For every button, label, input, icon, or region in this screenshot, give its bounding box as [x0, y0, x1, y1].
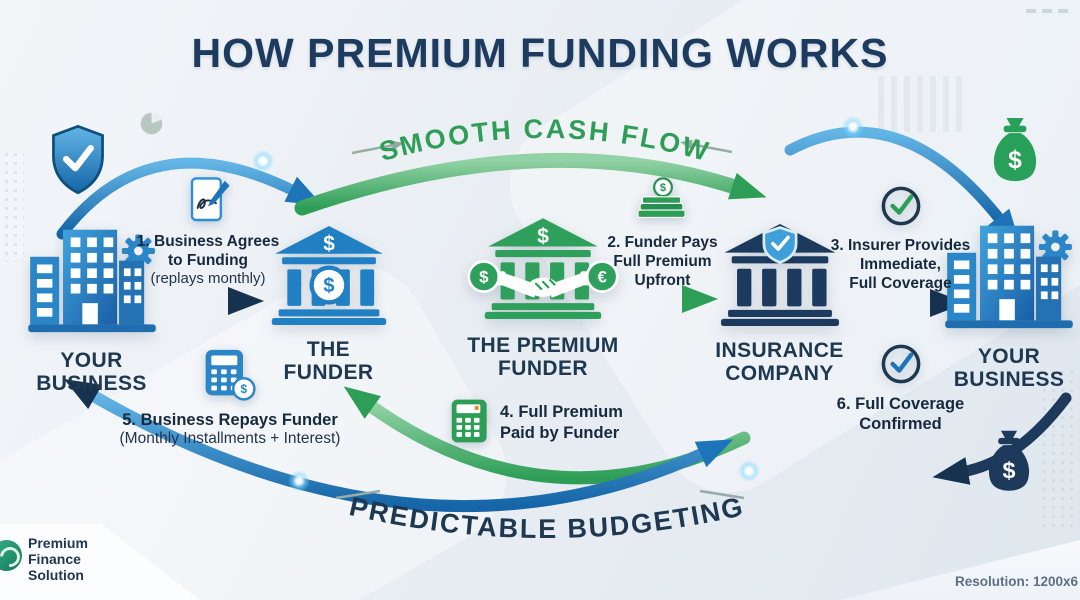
brand-logo-icon	[0, 540, 25, 572]
smooth-cash-flow-arch-arrow	[294, 152, 767, 216]
glow-dot	[252, 150, 274, 172]
step-4: 4. Full Premium Paid by Funder	[450, 398, 670, 447]
entity-label: INSURANCE COMPANY	[702, 339, 857, 385]
entity-label: THE PREMIUM FUNDER	[458, 334, 628, 380]
dollar-coin-icon	[308, 265, 349, 305]
entity-label-line: FUNDER	[283, 361, 374, 385]
svg-text:$: $	[323, 275, 334, 297]
step-text: 3. Insurer Provides	[830, 237, 971, 254]
signed-agreement-icon	[190, 177, 230, 222]
check-circle-icon	[881, 186, 920, 226]
svg-text:$: $	[1008, 147, 1022, 174]
entity-label-line: FUNDER	[498, 357, 588, 381]
entity-label: YOUR BUSINESS	[938, 345, 1080, 391]
svg-text:$: $	[537, 225, 549, 248]
money-bag-icon: $	[993, 118, 1037, 182]
page-title: HOW PREMIUM FUNDING WORKS	[191, 30, 889, 76]
step-text: 2. Funder Pays	[607, 234, 718, 251]
calculator-dollar-icon: $	[205, 349, 256, 401]
step-note: (replays monthly)	[150, 270, 266, 288]
shield-check-icon	[762, 226, 797, 264]
arc-insurance-to-business	[784, 126, 1021, 246]
cash-stack-icon: $	[636, 177, 686, 218]
step-3: 3. Insurer Provides Immediate, Full Cove…	[818, 184, 983, 294]
step-1: 1. Business Agrees to Funding (replays m…	[128, 176, 288, 288]
brand-logo-text: Premium Finance Solution	[28, 535, 88, 584]
check-circle-icon	[881, 344, 920, 384]
svg-text:$: $	[1002, 457, 1015, 483]
step-text: 1. Business Agrees	[136, 233, 280, 250]
thin-decor-arrow	[680, 139, 733, 154]
step-text: Upfront	[634, 272, 691, 290]
pixel-dots-decoration	[2, 150, 24, 262]
bottom-blue-return-arc	[63, 379, 734, 513]
euro-coin-icon	[585, 260, 619, 293]
entity-label-line: YOUR	[977, 345, 1041, 368]
glow-dot	[738, 460, 760, 482]
svg-text:$: $	[479, 268, 489, 287]
bank-shield-icon	[720, 224, 839, 326]
entity-label-line: COMPANY	[725, 362, 834, 386]
thin-decor-arrow	[351, 140, 404, 155]
entity-label: THE FUNDER	[256, 338, 401, 384]
step-2: $ 2. Funder Pays Full Premium Upfront	[585, 176, 740, 291]
step-note: (Monthly Installments + Interest)	[119, 430, 341, 448]
office-building-icon	[27, 229, 156, 333]
step-text: Paid by Funder	[500, 423, 620, 442]
entity-label-line: THE PREMIUM	[467, 334, 619, 357]
step-text: 4. Full Premium	[500, 403, 623, 422]
glow-dot	[288, 470, 310, 492]
arc-business-to-funder	[56, 157, 323, 240]
step-text: 6. Full Coverage	[836, 395, 965, 413]
step-5: $ 5. Business Repays Funder (Monthly Ins…	[90, 348, 370, 449]
svg-text:$: $	[323, 232, 335, 255]
shield-check-icon	[52, 124, 104, 195]
entity-your-business-left: YOUR BUSINESS	[14, 222, 169, 395]
entity-label-line: THE	[306, 338, 351, 361]
thin-decor-line	[335, 489, 381, 500]
resolution-text: Resolution: 1200x6	[954, 574, 1078, 589]
thin-decor-line	[699, 489, 745, 500]
entity-the-premium-funder: $ $ € THE PREMIUM FUNDER	[458, 218, 628, 380]
step-text: Full Coverage	[849, 275, 952, 293]
corner-dashes-decoration	[1026, 9, 1074, 13]
step-text: Confirmed	[859, 415, 942, 434]
glow-dot	[842, 116, 864, 138]
entity-insurance-company: INSURANCE COMPANY	[702, 224, 857, 385]
bank-icon: $ $	[271, 226, 386, 325]
entity-the-funder: $ $ THE FUNDER	[256, 226, 401, 384]
svg-text:$: $	[240, 382, 247, 396]
svg-text:$: $	[659, 182, 665, 194]
brand-line: Finance	[28, 550, 81, 567]
entity-label-line: INSURANCE	[715, 339, 844, 362]
entity-label-line: YOUR	[60, 349, 123, 372]
step-text: Full Premium	[613, 253, 712, 271]
svg-text:€: €	[598, 268, 608, 287]
calculator-icon	[451, 399, 487, 443]
step-text-block: 4. Full Premium Paid by Funder	[500, 402, 623, 443]
brand-line: Premium	[28, 535, 88, 551]
step-text: 5. Business Repays Funder	[122, 411, 338, 429]
step-text: Immediate,	[860, 256, 941, 274]
dollar-coin-icon	[467, 260, 501, 293]
bar-chart-watermark	[878, 76, 962, 132]
money-bag-icon: $	[988, 430, 1030, 491]
entity-label-line: BUSINESS	[953, 368, 1065, 392]
step-6: 6. Full Coverage Confirmed	[818, 342, 983, 435]
pie-chart-icon	[140, 112, 163, 135]
step-text: to Funding	[167, 252, 249, 270]
bank-handshake-icon: $ $ €	[467, 218, 619, 319]
brand-line: Solution	[28, 566, 84, 583]
